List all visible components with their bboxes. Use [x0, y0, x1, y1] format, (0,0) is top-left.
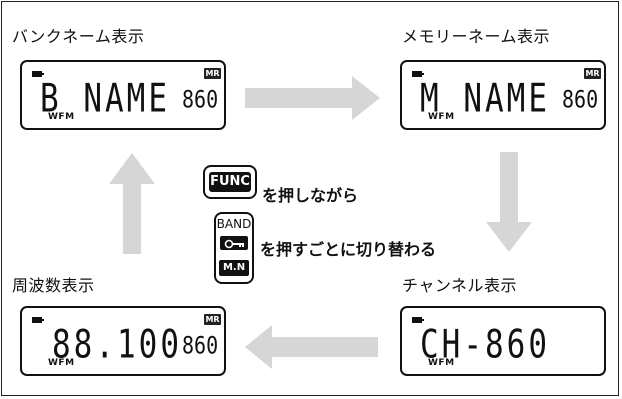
lcd-mode: WFM [428, 358, 455, 368]
lcd-channel-number: 860 [562, 84, 599, 114]
battery-icon [32, 71, 44, 77]
battery-icon [412, 317, 424, 323]
lcd-mode: WFM [48, 112, 75, 122]
battery-icon [32, 317, 44, 323]
lcd-memory-name: M NAME MR 860 WFM [400, 60, 606, 130]
lcd-frequency: 88.100 MR 860 WFM [20, 306, 226, 376]
caption-memory-name: メモリーネーム表示 [402, 27, 551, 46]
arrow-up-icon [109, 153, 155, 254]
caption-bank-name: バンクネーム表示 [12, 27, 145, 46]
battery-icon [412, 71, 424, 77]
lcd-main-text: M NAME [420, 76, 550, 122]
caption-frequency: 周波数表示 [12, 276, 95, 295]
arrow-left-icon [245, 325, 378, 369]
lcd-channel-number: 860 [182, 84, 219, 114]
key-icon [220, 236, 248, 250]
lcd-bank-name: B NAME MR 860 WFM [20, 60, 226, 130]
lcd-mode: WFM [428, 112, 455, 122]
lcd-main-text: B NAME [40, 76, 170, 122]
band-button: BAND M.N [214, 212, 254, 284]
arrow-down-icon [486, 152, 532, 252]
mr-badge: MR [584, 68, 601, 79]
lcd-main-text: 88.100 [52, 322, 182, 368]
func-button-label: FUNC [209, 172, 251, 192]
lcd-main-text: CH-860 [420, 322, 550, 368]
band-button-label: BAND [216, 217, 252, 231]
mr-badge: MR [204, 68, 221, 79]
func-button: FUNC [203, 165, 257, 199]
lcd-channel-number: 860 [182, 330, 219, 360]
mr-badge: MR [204, 314, 221, 325]
instruction-press-switch: を押すごとに切り替わる [260, 240, 437, 259]
lcd-mode: WFM [48, 358, 75, 368]
arrow-right-icon [245, 76, 380, 120]
mn-button-label: M.N [219, 260, 249, 276]
caption-channel: チャンネル表示 [402, 276, 518, 295]
lcd-channel: CH-860 WFM [400, 306, 606, 376]
instruction-press-while: を押しながら [262, 186, 359, 205]
